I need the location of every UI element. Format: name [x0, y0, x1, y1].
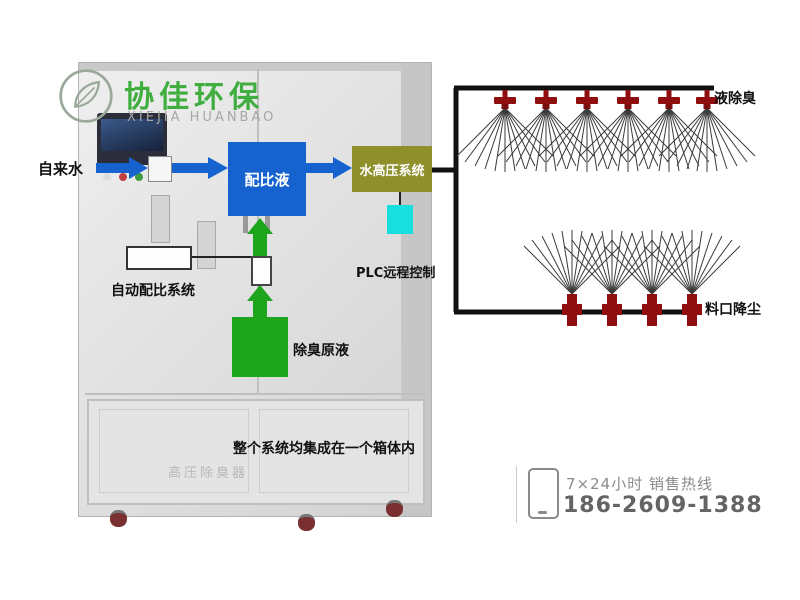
control-panel: [97, 113, 167, 165]
panel-knob: [119, 173, 127, 181]
mix-liquid-box: 配比液: [228, 142, 306, 216]
junction-valve-box: [251, 256, 272, 286]
auto-dosing-box: [126, 246, 192, 270]
high-pressure-system-box: 水高压系统: [352, 146, 432, 192]
panel-knob: [135, 173, 143, 181]
auto-dosing-label: 自动配比系统: [111, 283, 195, 299]
hotline-phone-number: 186-2609-1388: [563, 493, 763, 518]
logo-title: 协佳环保: [124, 80, 264, 115]
tap-water-label: 自来水: [38, 160, 84, 178]
cabinet-base: [87, 399, 425, 505]
caster-wheel: [298, 514, 315, 531]
spray-nozzle-down: [620, 89, 718, 173]
cabinet-slot: [151, 195, 170, 243]
door-handle: [243, 203, 248, 233]
top-nozzles-label: 液除臭: [714, 91, 756, 107]
spray-nozzle-down: [456, 89, 554, 173]
plc-module-box: [387, 205, 413, 234]
panel-knob: [103, 173, 111, 181]
hotline-divider: [516, 466, 517, 523]
spray-nozzle-down: [497, 89, 595, 173]
pipe-lines: [430, 85, 714, 315]
spray-nozzle-down: [579, 89, 677, 173]
spray-nozzle-up: [603, 229, 701, 327]
deodorant-stock-box: [232, 317, 288, 377]
base-door-left: [99, 409, 249, 493]
phone-icon: [528, 468, 559, 519]
bottom-nozzles-label: 料口降尘: [705, 302, 761, 318]
caster-wheel: [386, 500, 403, 517]
cabinet-print-label: 高压除臭器: [168, 466, 249, 481]
logo-leaf-icon: [58, 68, 114, 124]
logo-subtitle: XIEJIA HUANBAO: [127, 110, 277, 125]
base-door-right: [259, 409, 409, 493]
caster-wheel: [110, 510, 127, 527]
spray-nozzle-up: [523, 229, 621, 327]
machine-cabinet: [78, 62, 432, 517]
control-screen: [101, 119, 163, 151]
spray-nozzle-up: [563, 229, 661, 327]
hotline-hours-label: 7×24小时 销售热线: [566, 475, 713, 493]
cabinet-top-edge: [79, 63, 431, 71]
integration-note: 整个系统均集成在一个箱体内: [233, 441, 415, 457]
plc-remote-label: PLC远程控制: [356, 266, 436, 281]
cabinet-slot: [197, 221, 216, 269]
spray-nozzle-down: [538, 89, 636, 173]
inlet-valve-box: [148, 156, 172, 182]
panel-seam: [85, 393, 425, 395]
phone-home-button: [538, 511, 547, 514]
deodorant-stock-label: 除臭原液: [293, 343, 349, 359]
